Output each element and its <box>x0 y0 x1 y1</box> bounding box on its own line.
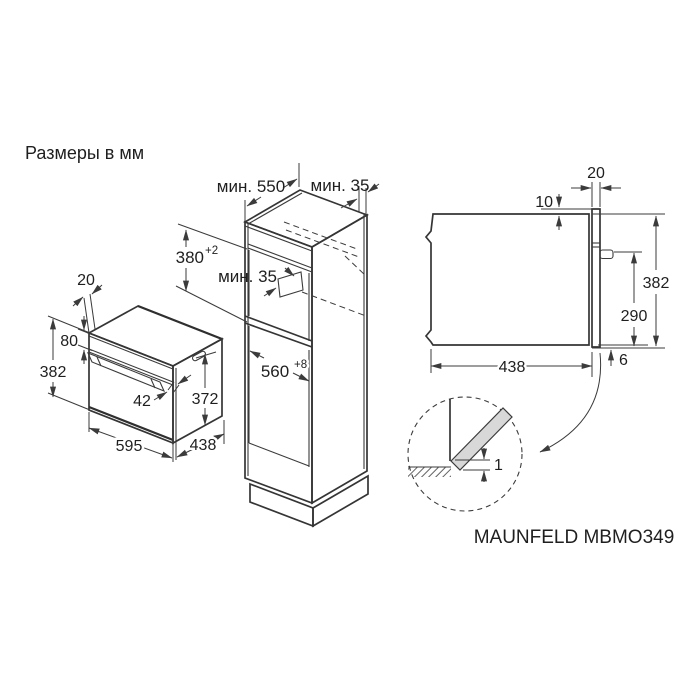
dim-niche-height: 380 +2 <box>173 223 248 323</box>
detail-pointer-arrow <box>539 352 602 453</box>
model-label: MAUNFELD MBMO349 <box>474 527 675 548</box>
dim-label-380-tol: +2 <box>205 245 218 257</box>
side-grip-slot <box>192 350 206 362</box>
dim-cabinet-back-gap: мин. 35 <box>218 266 295 297</box>
dim-label-1: 1 <box>494 457 503 474</box>
cabinet-column-view: мин. 550 мин. 35 мин. 35 380 +2 <box>173 163 380 528</box>
oven-front-view: 20 80 382 595 <box>37 272 225 462</box>
detail-circle-view: 1 <box>407 396 523 512</box>
cabinet-right-face <box>311 213 368 505</box>
dim-label-oven-80: 80 <box>60 333 78 350</box>
niche-floor <box>244 315 313 342</box>
dim-side-handle-height: 290 <box>618 252 650 347</box>
oven-right-face <box>172 337 223 445</box>
cabinet-plinth <box>249 482 314 528</box>
hidden-edge <box>283 221 358 250</box>
dim-label-side-438: 438 <box>499 359 526 376</box>
dim-label-oven-372: 372 <box>192 391 219 408</box>
dim-oven-height: 382 <box>37 315 91 411</box>
vent-gap-block <box>277 271 304 298</box>
dim-oven-side-height: 372 <box>189 351 221 426</box>
dim-label-oven-42: 42 <box>133 393 151 410</box>
dim-label-oven-382: 382 <box>40 364 67 381</box>
side-door-handle <box>599 249 614 260</box>
dim-label-oven-438: 438 <box>190 437 217 454</box>
dim-label-min-35-back: мин. 35 <box>218 267 277 286</box>
dim-label-380: 380 <box>176 248 204 267</box>
dim-side-height: 382 <box>640 215 672 347</box>
oven-side-view: 20 10 382 290 438 6 <box>424 165 672 453</box>
dim-label-560-tol: +8 <box>294 359 307 371</box>
dim-label-side-6: 6 <box>619 352 628 369</box>
dim-label-oven-20: 20 <box>77 272 95 289</box>
dim-label-side-10: 10 <box>535 194 553 211</box>
open-door-section <box>450 407 513 471</box>
oven-side-body <box>424 213 590 346</box>
dim-door-clearance: 1 <box>455 448 503 482</box>
cabinet-top-face <box>243 189 369 248</box>
dim-label-side-290: 290 <box>621 308 648 325</box>
dim-side-door-width: 20 <box>571 165 621 207</box>
dim-side-top-offset: 10 <box>535 194 563 230</box>
oven-front-face <box>88 331 174 445</box>
dim-niche-width: 560 +8 <box>249 350 310 384</box>
dim-oven-width: 595 <box>88 412 174 462</box>
dim-oven-panel-height: 80 <box>60 316 93 364</box>
dim-label-min-35-top: мин. 35 <box>311 176 370 195</box>
dim-label-oven-595: 595 <box>116 438 143 455</box>
dim-label-560: 560 <box>261 362 289 381</box>
page-title: Размеры в мм <box>25 143 144 163</box>
niche-ceiling <box>247 243 313 269</box>
dim-side-bottom-gap: 6 <box>607 349 628 369</box>
dim-label-min-550: мин. 550 <box>217 177 285 196</box>
control-panel-line <box>88 348 174 383</box>
dim-label-side-382: 382 <box>643 275 670 292</box>
dim-cabinet-depth: мин. 550 <box>217 163 300 221</box>
door-handle <box>86 351 166 393</box>
oven-side-door <box>591 208 601 348</box>
dim-side-depth: 438 <box>430 349 593 379</box>
shelf-hatch <box>408 467 451 477</box>
dim-oven-depth: 438 <box>175 420 225 460</box>
detail-circle <box>407 396 523 512</box>
dim-label-side-20: 20 <box>587 165 605 182</box>
dim-oven-handle-depth: 42 <box>131 374 192 413</box>
dim-cabinet-top-gap: мин. 35 <box>311 176 380 215</box>
dim-oven-door-thickness: 20 <box>72 272 103 334</box>
